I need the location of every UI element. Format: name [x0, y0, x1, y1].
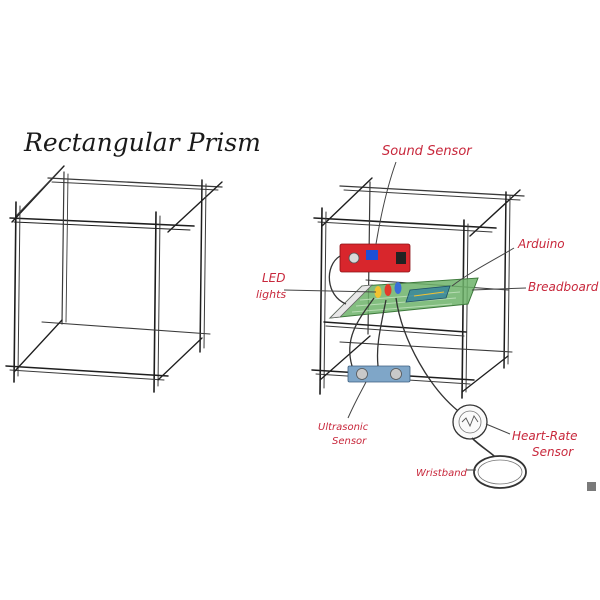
label-wristband: Wristband [416, 468, 468, 479]
left-prism-back-left-vertical-2 [65, 173, 69, 323]
leader-led-lights [283, 289, 377, 293]
leader-sound-sensor [375, 161, 397, 245]
leader-breadboard [471, 287, 527, 291]
arduino-header [413, 291, 445, 297]
label-sound-sensor: Sound Sensor [382, 144, 473, 159]
heart-rate-pulse-icon [461, 415, 479, 428]
left-prism-back-top-edge-2 [51, 181, 219, 191]
label-arduino: Arduino [517, 237, 565, 251]
led-red [384, 284, 392, 296]
sound-sensor-pins [396, 252, 406, 264]
title-text: Rectangular Prism [23, 128, 261, 157]
wristband-outer [473, 455, 527, 489]
wire-sound-to-breadboard [328, 255, 347, 305]
label-heart-rate-sensor: Sensor [532, 445, 574, 459]
left-prism-back-right-vertical [199, 179, 203, 353]
right-prism-back-top-edge [339, 185, 525, 197]
leader-lines [283, 161, 527, 471]
label-heart-rate: Heart-Rate [512, 429, 578, 443]
left-prism-front-right-vertical [153, 211, 157, 393]
left-prism-bottom-front-edge-2 [9, 369, 165, 381]
ultrasonic-sensor [347, 365, 411, 383]
right-prism-front-left-vertical [319, 207, 323, 395]
right-prism-front-top-edge-2 [317, 221, 493, 233]
sound-sensor-microphone [348, 252, 360, 264]
left-prism-front-right-vertical-2 [157, 215, 161, 387]
right-prism-back-top-edge-2 [343, 189, 521, 201]
left-prism-front-top-edge [9, 217, 195, 227]
right-prism-bottom-back-edge [339, 341, 513, 353]
square-marker-icon [587, 482, 596, 491]
left-prism-front-top-edge-2 [13, 221, 191, 231]
label-breadboard: Breadboard [528, 280, 599, 294]
leader-ultrasonic [347, 381, 367, 419]
right-prism-front-left-vertical-2 [323, 211, 327, 389]
left-prism-back-left-vertical [61, 171, 65, 325]
right-prism-top-right-diagonal [469, 189, 521, 237]
label-ultrasonic: Ultrasonic [318, 422, 369, 433]
breadboard-rail [328, 284, 374, 319]
breadboard [328, 277, 479, 319]
left-prism-front-left-vertical-2 [17, 205, 21, 377]
sound-sensor-potentiometer [366, 250, 378, 260]
wire-led-to-ultrasonic [349, 297, 375, 367]
leader-heart-rate [485, 423, 511, 435]
wire-led-to-ultrasonic-2 [376, 299, 387, 367]
heart-rate-sensor-ring [458, 410, 482, 434]
right-prism-back-right-vertical-2 [507, 195, 511, 365]
heart-rate-sensor-disc [452, 404, 488, 440]
left-prism-bottom-back-edge [41, 321, 211, 335]
left-prism [5, 165, 223, 393]
left-prism-back-right-vertical-2 [203, 183, 207, 349]
wristband [473, 455, 527, 489]
right-prism-shelf-front-2 [325, 325, 465, 337]
wristband-inner [477, 459, 523, 485]
right-prism-shelf-front [323, 321, 467, 333]
right-prism-bottom-left-diagonal [319, 335, 371, 381]
labels: Sound Sensor Arduino LED lights Breadboa… [256, 144, 599, 479]
ultrasonic-transducer-left [356, 368, 368, 380]
left-prism-bottom-right-diagonal [157, 337, 203, 381]
wire-to-heart-rate-sensor [395, 297, 463, 415]
right-prism-front-right-vertical-2 [465, 223, 469, 393]
right-prism-bottom-right-diagonal [461, 355, 509, 393]
heart-rate-sensor [452, 404, 495, 457]
led-yellow [374, 286, 382, 298]
right-prism-back-right-vertical [503, 191, 507, 369]
left-prism-bottom-left-diagonal [13, 319, 63, 373]
right-prism-front-right-vertical [461, 219, 465, 399]
ultrasonic-transducer-right [390, 368, 402, 380]
label-ultrasonic-sensor: Sensor [332, 436, 367, 447]
sound-sensor [339, 243, 411, 273]
right-prism-top-left-diagonal [321, 177, 373, 227]
led-blue [394, 282, 402, 294]
left-prism-back-top-edge [47, 177, 223, 188]
left-prism-front-left-vertical [13, 201, 17, 383]
label-lights: lights [256, 288, 286, 301]
left-prism-top-left-diagonal-2 [15, 169, 61, 217]
left-prism-top-right-diagonal [167, 181, 223, 233]
led-lights [374, 282, 402, 298]
right-prism-front-top-edge [313, 217, 497, 229]
heart-rate-sensor-cable [471, 437, 495, 457]
label-led: LED [262, 271, 286, 285]
left-prism-bottom-front-edge [5, 365, 169, 377]
wires [328, 255, 463, 415]
leader-arduino [451, 247, 515, 287]
right-prism [311, 177, 525, 399]
